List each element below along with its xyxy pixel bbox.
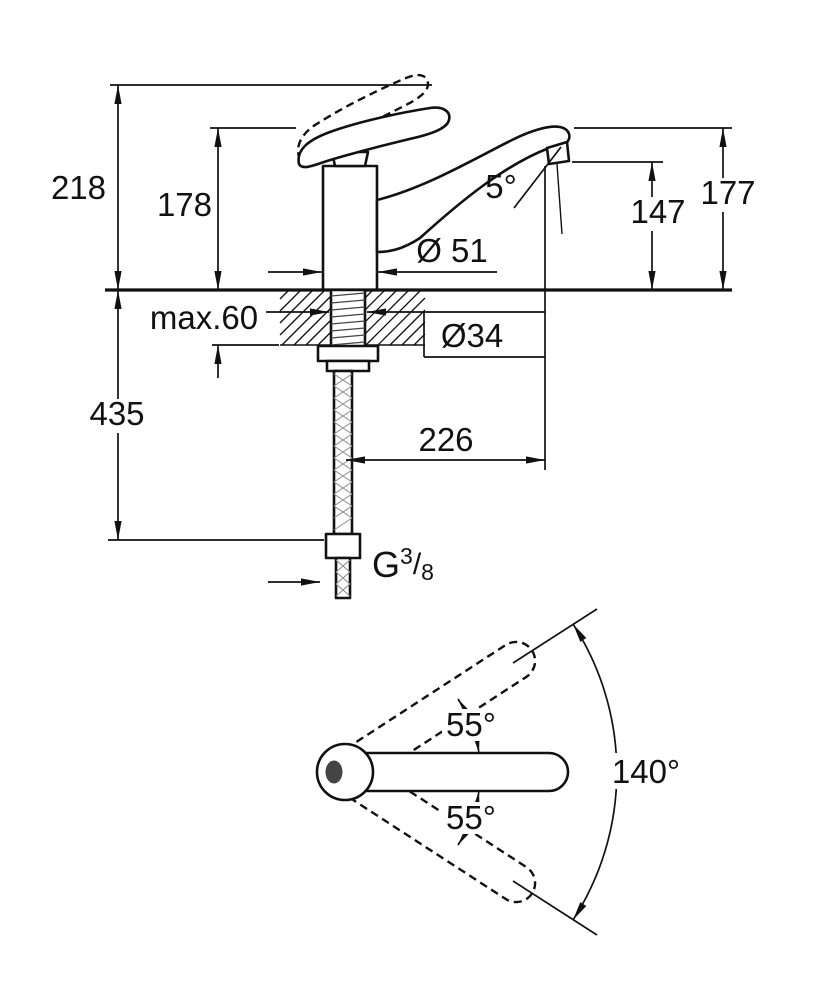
dashed-lever-upper-shape (333, 640, 537, 789)
dim-label-spout-height: 177 (700, 174, 755, 211)
label-bg-outlet-height (626, 197, 690, 231)
lever-position-upper-dashed (333, 640, 537, 789)
hose-braiding-b (333, 373, 353, 519)
hose-connector (324, 532, 362, 560)
washer (325, 359, 371, 373)
shank-threads (330, 292, 366, 346)
thread-denominator: 8 (421, 559, 434, 585)
dimension-labels: 218 178 177 147 435 226 max.60 Ø 51 Ø34 … (51, 168, 761, 585)
lever-pivot (315, 742, 375, 802)
dim-label-hole-diameter: Ø34 (441, 317, 503, 354)
swivel-limit-line-lower (512, 880, 598, 936)
mounting-hardware (279, 288, 426, 373)
faucet-base-cylinder (321, 164, 379, 292)
lever-handle (297, 106, 451, 169)
dim-label-swivel-lower: 55° (446, 799, 496, 836)
spout-angle-leader (513, 146, 562, 209)
dim-label-max-thickness: max.60 (150, 299, 258, 336)
dim-label-base-diameter: Ø 51 (416, 232, 488, 269)
dim-label-total-swivel: 140° (612, 753, 680, 790)
dim-label-thread: G3/8 (372, 543, 434, 585)
swivel-limit-line-upper (512, 608, 598, 664)
dim-label-outlet-height: 147 (630, 193, 685, 230)
lever-top-view (343, 751, 570, 793)
faucet-body (296, 73, 571, 292)
label-bg-total-swivel (599, 753, 693, 789)
pivot-detail (325, 760, 343, 784)
dim-label-swivel-upper: 55° (446, 706, 496, 743)
spout (375, 125, 571, 254)
threaded-shank (329, 288, 367, 352)
hose-lower-braiding (335, 559, 351, 597)
dim-label-lever-height: 178 (157, 186, 212, 223)
mounting-nut (316, 344, 380, 363)
dim-label-hose-length: 435 (89, 395, 144, 432)
thread-numerator: 3 (400, 543, 413, 569)
label-bg-spout-height (695, 178, 761, 212)
label-bg-swivel-lower (442, 802, 500, 834)
water-stream-line (556, 163, 563, 235)
dim-label-spout-reach: 226 (418, 421, 473, 458)
supply-hose (324, 369, 362, 600)
thread-slash: / (413, 548, 422, 581)
label-bg-swivel-upper (442, 709, 500, 741)
side-view: 218 178 177 147 435 226 max.60 Ø 51 Ø34 … (51, 73, 761, 600)
lever-position-lower-dashed (333, 755, 537, 904)
dashed-lever-lower-shape (333, 755, 537, 904)
dim-label-spout-angle: 5° (485, 168, 517, 205)
top-view: 55° 55° 140° (315, 608, 693, 936)
thread-g: G (372, 544, 400, 585)
dim-label-overall-height: 218 (51, 169, 106, 206)
label-bg-hose-length (85, 399, 149, 433)
extension-lines (108, 84, 732, 541)
